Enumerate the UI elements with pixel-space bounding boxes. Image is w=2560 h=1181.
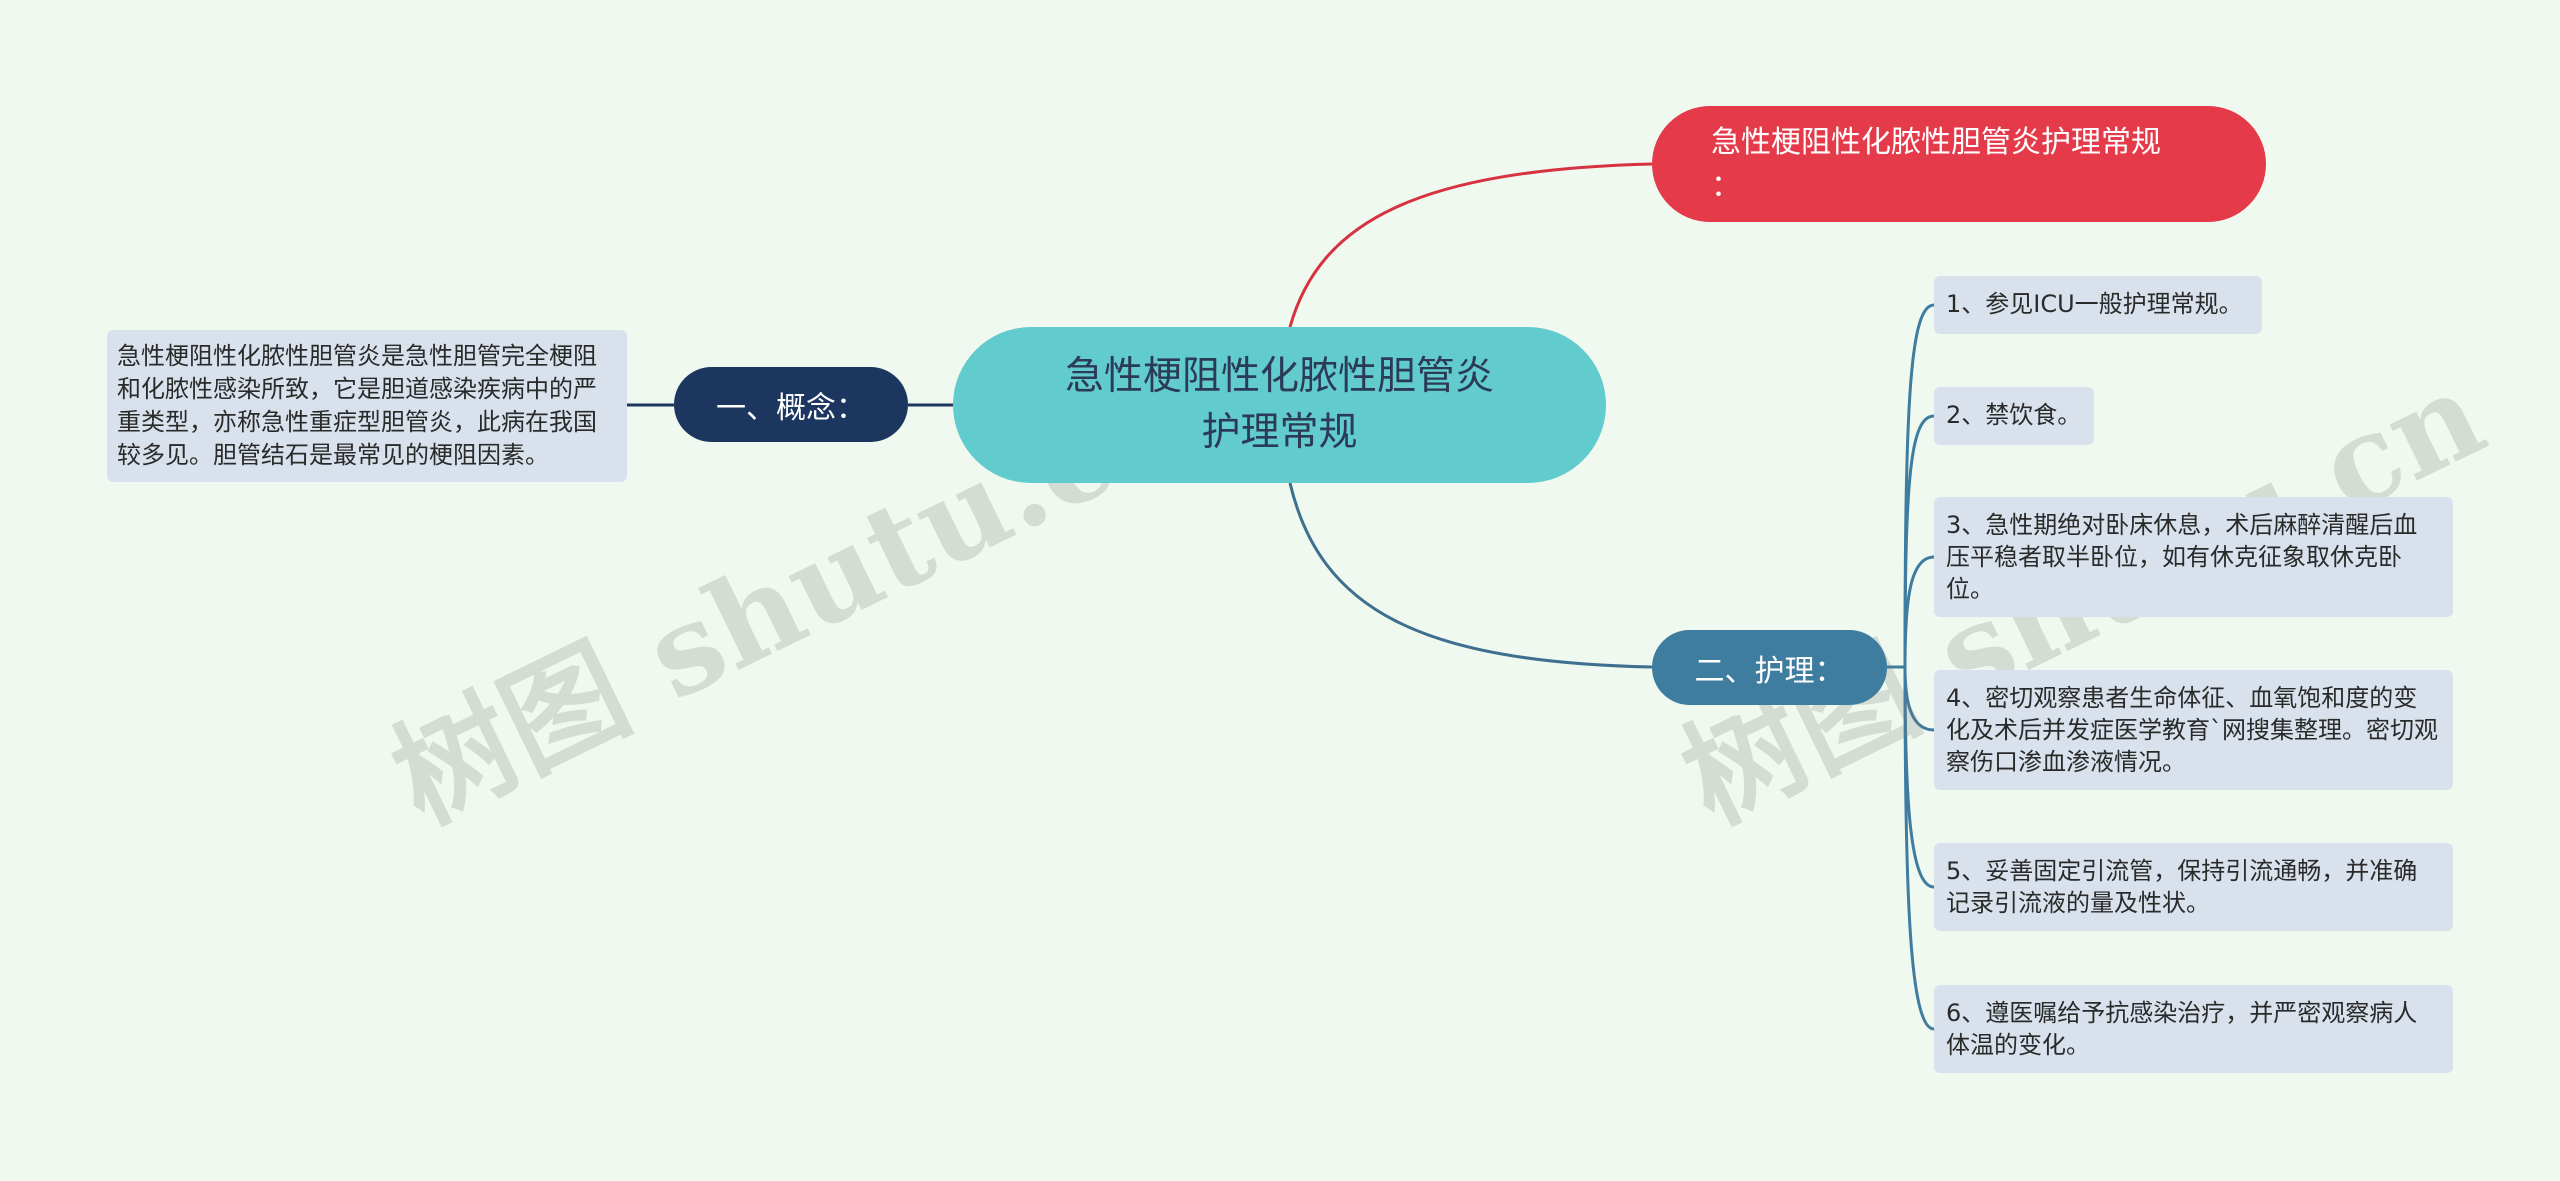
care-topic-label: 二、护理： xyxy=(1694,653,1845,689)
concept-text: 急性梗阻性化脓性胆管炎是急性胆管完全梗阻和化脓性感染所致，它是胆道感染疾病中的严… xyxy=(117,342,597,469)
care-item-1[interactable]: 1、参见ICU一般护理常规。 xyxy=(1934,276,2262,334)
care-item-text: 1、参见ICU一般护理常规。 xyxy=(1946,290,2243,318)
concept-topic-label: 一、概念： xyxy=(716,390,866,426)
care-item-text: 6、遵医嘱给予抗感染治疗，并严密观察病人体温的变化。 xyxy=(1946,999,2418,1059)
title-topic-node[interactable]: 急性梗阻性化脓性胆管炎护理常规 ： xyxy=(1652,106,2266,222)
connector-root-to-care xyxy=(1288,482,1653,669)
care-item-text: 4、密切观察患者生命体征、血氧饱和度的变化及术后并发症医学教育`网搜集整理。密切… xyxy=(1946,684,2438,776)
concept-text-node[interactable]: 急性梗阻性化脓性胆管炎是急性胆管完全梗阻和化脓性感染所致，它是胆道感染疾病中的严… xyxy=(107,330,627,482)
connector-care-branches xyxy=(1887,303,1935,1031)
care-item-6[interactable]: 6、遵医嘱给予抗感染治疗，并严密观察病人体温的变化。 xyxy=(1934,985,2453,1073)
title-topic-line1: 急性梗阻性化脓性胆管炎护理常规 xyxy=(1711,125,2161,160)
title-topic-line2: ： xyxy=(1711,169,1741,204)
care-item-4[interactable]: 4、密切观察患者生命体征、血氧饱和度的变化及术后并发症医学教育`网搜集整理。密切… xyxy=(1934,670,2453,790)
care-item-text: 2、禁饮食。 xyxy=(1946,401,2082,429)
care-item-text: 5、妥善固定引流管，保持引流通畅，并准确记录引流液的量及性状。 xyxy=(1946,857,2418,917)
care-item-5[interactable]: 5、妥善固定引流管，保持引流通畅，并准确记录引流液的量及性状。 xyxy=(1934,843,2453,931)
care-item-2[interactable]: 2、禁饮食。 xyxy=(1934,387,2094,445)
care-item-text: 3、急性期绝对卧床休息，术后麻醉清醒后血压平稳者取半卧位，如有休克征象取休克卧位… xyxy=(1946,511,2418,603)
connector-root-to-title xyxy=(1288,162,1653,328)
root-topic-line1: 急性梗阻性化脓性胆管炎 xyxy=(1064,354,1494,399)
care-topic-node[interactable]: 二、护理： xyxy=(1652,630,1887,705)
root-topic-line2: 护理常规 xyxy=(1201,410,1358,455)
care-item-3[interactable]: 3、急性期绝对卧床休息，术后麻醉清醒后血压平稳者取半卧位，如有休克征象取休克卧位… xyxy=(1934,497,2453,617)
root-topic-node[interactable]: 急性梗阻性化脓性胆管炎 护理常规 xyxy=(953,327,1606,483)
concept-topic-node[interactable]: 一、概念： xyxy=(674,367,908,442)
